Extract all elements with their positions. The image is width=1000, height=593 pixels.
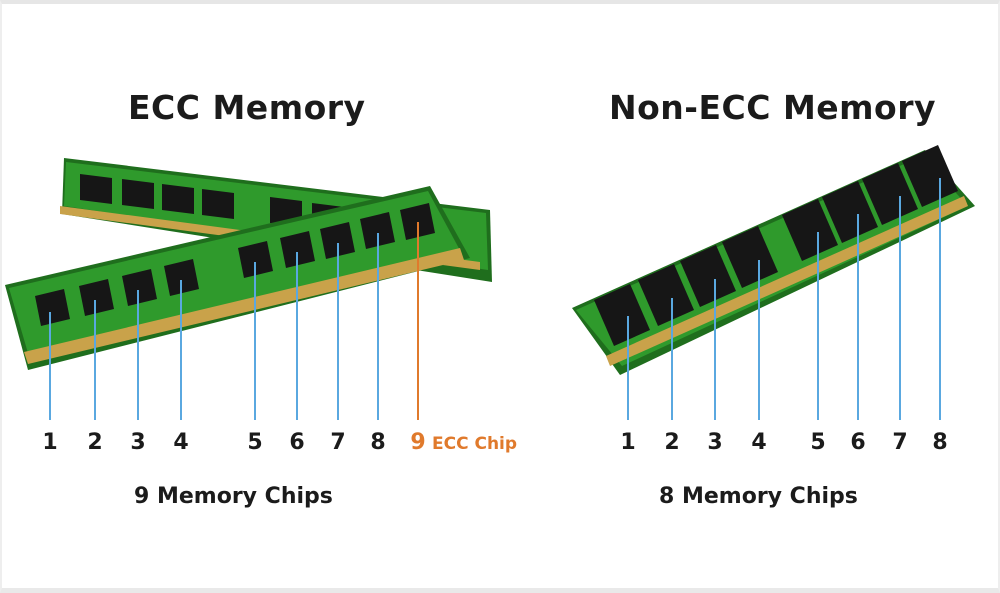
non-ecc-chip-number: 1 (620, 430, 636, 455)
non-ecc-chip-number: 2 (664, 430, 680, 455)
ecc-chip-number: 6 (289, 430, 305, 455)
ecc-chip-number: 1 (42, 430, 58, 455)
ecc-chip-number: 4 (173, 430, 189, 455)
non-ecc-memory-title: Non-ECC Memory (609, 88, 937, 127)
non-ecc-chip-count-caption: 8 Memory Chips (659, 484, 858, 509)
non-ecc-chip-number: 6 (850, 430, 866, 455)
ecc-chip-number: 3 (130, 430, 146, 455)
ecc-chip-number: 9 (410, 430, 426, 455)
non-ecc-chip-number: 5 (810, 430, 826, 455)
ecc-chip-number: 7 (330, 430, 346, 455)
non-ecc-chip-number: 7 (892, 430, 908, 455)
ecc-chip-label: ECC Chip (432, 434, 518, 454)
ecc-chip-number: 5 (247, 430, 263, 455)
ecc-chip-count-caption: 9 Memory Chips (134, 484, 333, 509)
non-ecc-chip-number: 3 (707, 430, 723, 455)
ecc-callout-lines (49, 222, 419, 420)
ecc-chip-number: 8 (370, 430, 386, 455)
ecc-chip-number: 2 (87, 430, 103, 455)
non-ecc-chip-number: 4 (751, 430, 767, 455)
non-ecc-module-chips (594, 145, 958, 346)
ecc-front-memory-module (5, 186, 470, 370)
ecc-memory-title: ECC Memory (128, 88, 366, 127)
ecc-front-module-chips (35, 203, 435, 326)
non-ecc-callout-lines (627, 178, 941, 420)
non-ecc-memory-module (572, 145, 975, 375)
non-ecc-chip-number: 8 (932, 430, 948, 455)
